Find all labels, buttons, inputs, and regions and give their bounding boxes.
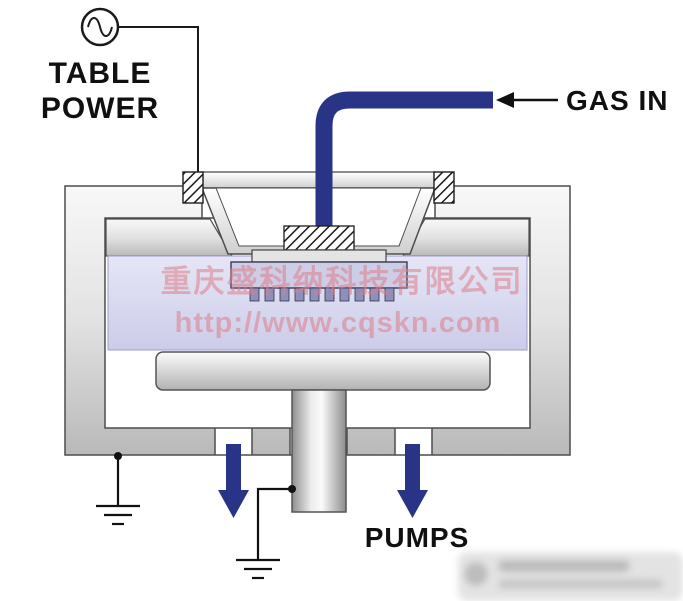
watermark-url: http://www.cqskn.com [175, 307, 502, 339]
watermark-company: 重庆盛科纳科技有限公司 [161, 264, 524, 299]
showerhead-assembly [230, 225, 408, 302]
gas-in-arrow [496, 92, 558, 108]
pumps-label: PUMPS [365, 522, 470, 553]
pump-arrow-left [218, 444, 249, 518]
sine-wave-icon [87, 17, 113, 37]
wafer-table [155, 351, 491, 391]
power-wire [119, 26, 199, 172]
gas-pipe [315, 91, 493, 260]
showerhead-body [230, 261, 408, 289]
gas-in-label: GAS IN [566, 85, 668, 116]
gas-in-arrowhead [496, 92, 514, 108]
showerhead-mount-hatched [283, 225, 355, 251]
lid-clamp-left [182, 171, 204, 204]
showerhead-nozzles [249, 287, 395, 302]
lid-clamp-right [433, 171, 455, 204]
ground-symbol-left [96, 452, 140, 526]
pump-arrow-right [397, 444, 428, 518]
ground-symbol-center [236, 485, 296, 580]
pedestal-stem [291, 389, 347, 513]
ac-power-source [80, 7, 199, 172]
corner-watermark-blur [458, 552, 683, 601]
chamber-shoulder-left [105, 218, 234, 257]
table-power-label-line2: POWER [41, 92, 159, 125]
chamber-shell [64, 185, 571, 456]
table-power-label-line1: TABLE [49, 57, 152, 90]
showerhead-plate [251, 249, 387, 263]
